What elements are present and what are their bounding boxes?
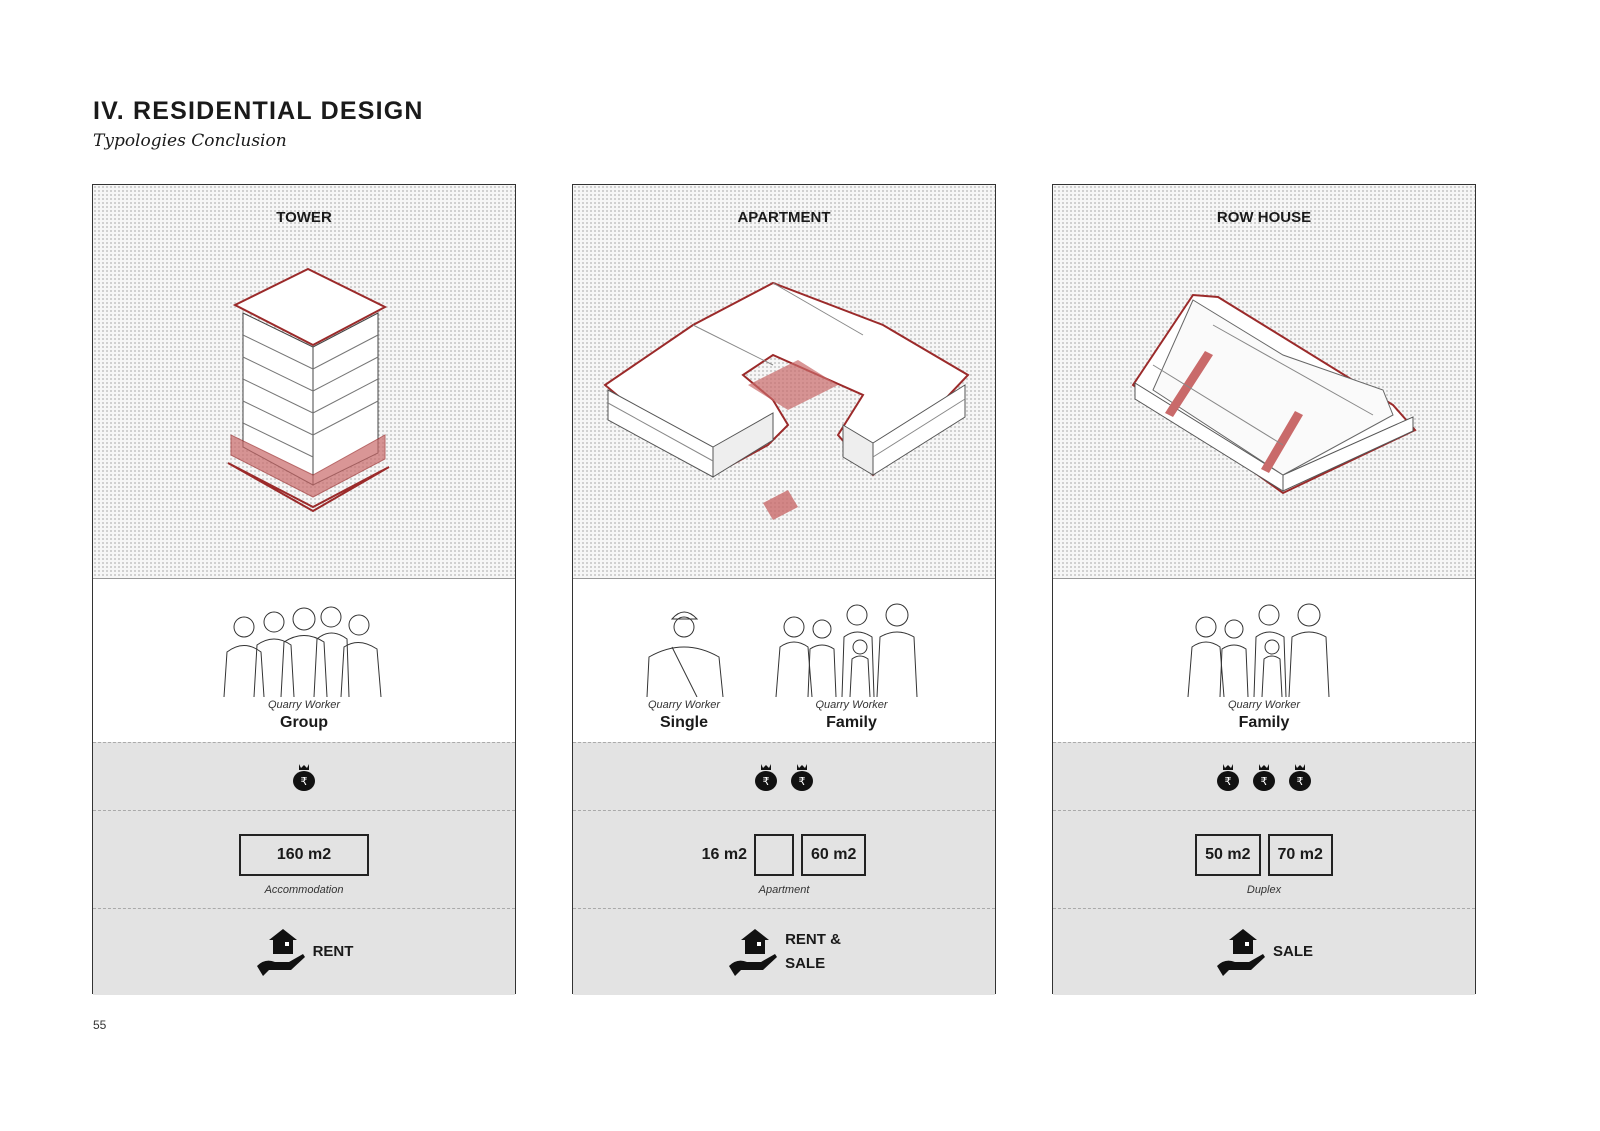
money-bag-rupee-icon: ₹ bbox=[1217, 763, 1239, 791]
tenure-label: SALE bbox=[785, 955, 826, 972]
occupant-family: Quarry Worker Family bbox=[1184, 597, 1344, 732]
area-label: Apartment bbox=[758, 884, 810, 896]
occupant-group: Quarry Worker Group bbox=[219, 597, 389, 732]
tenure-section: RENT & SALE bbox=[573, 909, 995, 995]
svg-text:₹: ₹ bbox=[1261, 776, 1268, 788]
area-label: Duplex bbox=[1246, 884, 1282, 896]
apartment-building-illustration bbox=[603, 281, 970, 520]
house-in-hand-icon bbox=[1216, 929, 1265, 976]
area-box-single bbox=[754, 834, 794, 876]
occupant-role: Quarry Worker bbox=[647, 699, 721, 711]
illustration-panel: ROW HOUSE bbox=[1053, 185, 1475, 579]
area-section: 50 m2 70 m2 Duplex bbox=[1053, 811, 1475, 909]
area-section: 160 m2 Accommodation bbox=[93, 811, 515, 909]
page-number: 55 bbox=[93, 1018, 107, 1032]
occupant-type: Group bbox=[280, 714, 328, 731]
family-icon bbox=[1187, 603, 1330, 697]
family-icon bbox=[775, 603, 917, 697]
svg-text:₹: ₹ bbox=[1225, 776, 1232, 788]
svg-text:₹: ₹ bbox=[799, 776, 806, 788]
cost-level: ₹ bbox=[93, 742, 515, 811]
page-title: IV. RESIDENTIAL DESIGN bbox=[93, 97, 424, 125]
money-bag-rupee-icon: ₹ bbox=[791, 763, 813, 791]
area-section: 16 m2 60 m2 Apartment bbox=[573, 811, 995, 909]
occupant-role: Quarry Worker bbox=[815, 699, 888, 711]
area-box-family: 60 m2 bbox=[801, 834, 867, 876]
page-subtitle: Typologies Conclusion bbox=[93, 131, 287, 151]
occupant-role: Quarry Worker bbox=[1227, 699, 1301, 711]
occupant-type: Single bbox=[659, 714, 708, 731]
illustration-panel: APARTMENT bbox=[573, 185, 995, 579]
occupants-section: Quarry Worker Single Quarry Worker Famil… bbox=[573, 579, 995, 742]
svg-text:₹: ₹ bbox=[763, 776, 770, 788]
tenure-section: SALE bbox=[1053, 909, 1475, 995]
svg-text:₹: ₹ bbox=[1297, 776, 1304, 788]
tenure-label: RENT bbox=[312, 943, 354, 960]
svg-text:₹: ₹ bbox=[301, 776, 308, 788]
money-bag-rupee-icon: ₹ bbox=[1289, 763, 1311, 791]
house-in-hand-icon bbox=[256, 929, 305, 976]
occupants-section: Quarry Worker Family bbox=[1053, 579, 1475, 742]
area-box: 50 m2 bbox=[1195, 834, 1261, 876]
area-box: 70 m2 bbox=[1267, 834, 1333, 876]
occupant-role: Quarry Worker bbox=[267, 699, 341, 711]
tower-building-illustration bbox=[227, 267, 390, 513]
tenure-section: RENT bbox=[93, 909, 515, 995]
cost-level: ₹ ₹ ₹ bbox=[1053, 742, 1475, 811]
occupants-section: Quarry Worker Group bbox=[93, 579, 515, 742]
typology-card-row-house: ROW HOUSE Quarry Worker Family ₹ ₹ ₹ 50 … bbox=[1052, 184, 1476, 995]
area-label: Accommodation bbox=[264, 884, 344, 896]
area-value-single: 16 m2 bbox=[701, 846, 747, 863]
occupant-single: Quarry Worker Single bbox=[637, 597, 732, 732]
area-box: 160 m2 bbox=[239, 834, 369, 876]
card-title: APARTMENT bbox=[737, 209, 831, 226]
row-house-illustration bbox=[1131, 293, 1417, 495]
card-title: TOWER bbox=[276, 209, 332, 226]
money-bag-rupee-icon: ₹ bbox=[755, 763, 777, 791]
occupant-type: Family bbox=[826, 714, 877, 731]
single-worker-icon bbox=[646, 611, 723, 697]
typology-card-apartment: APARTMENT Quarry Worker Single Quarry Wo… bbox=[572, 184, 996, 995]
typology-card-tower: TOWER Quarry Worker Group ₹ 160 m2 Accom… bbox=[92, 184, 516, 995]
money-bag-rupee-icon: ₹ bbox=[1253, 763, 1275, 791]
tenure-label: SALE bbox=[1272, 943, 1313, 960]
card-title: ROW HOUSE bbox=[1216, 209, 1312, 226]
cost-level: ₹ ₹ bbox=[573, 742, 995, 811]
house-in-hand-icon bbox=[729, 929, 778, 976]
occupant-family: Quarry Worker Family bbox=[772, 597, 932, 732]
illustration-panel: TOWER bbox=[93, 185, 515, 579]
occupant-type: Family bbox=[1238, 714, 1290, 731]
tenure-label: RENT & bbox=[785, 931, 841, 948]
worker-group-icon bbox=[223, 606, 382, 697]
money-bag-rupee-icon: ₹ bbox=[293, 763, 315, 791]
